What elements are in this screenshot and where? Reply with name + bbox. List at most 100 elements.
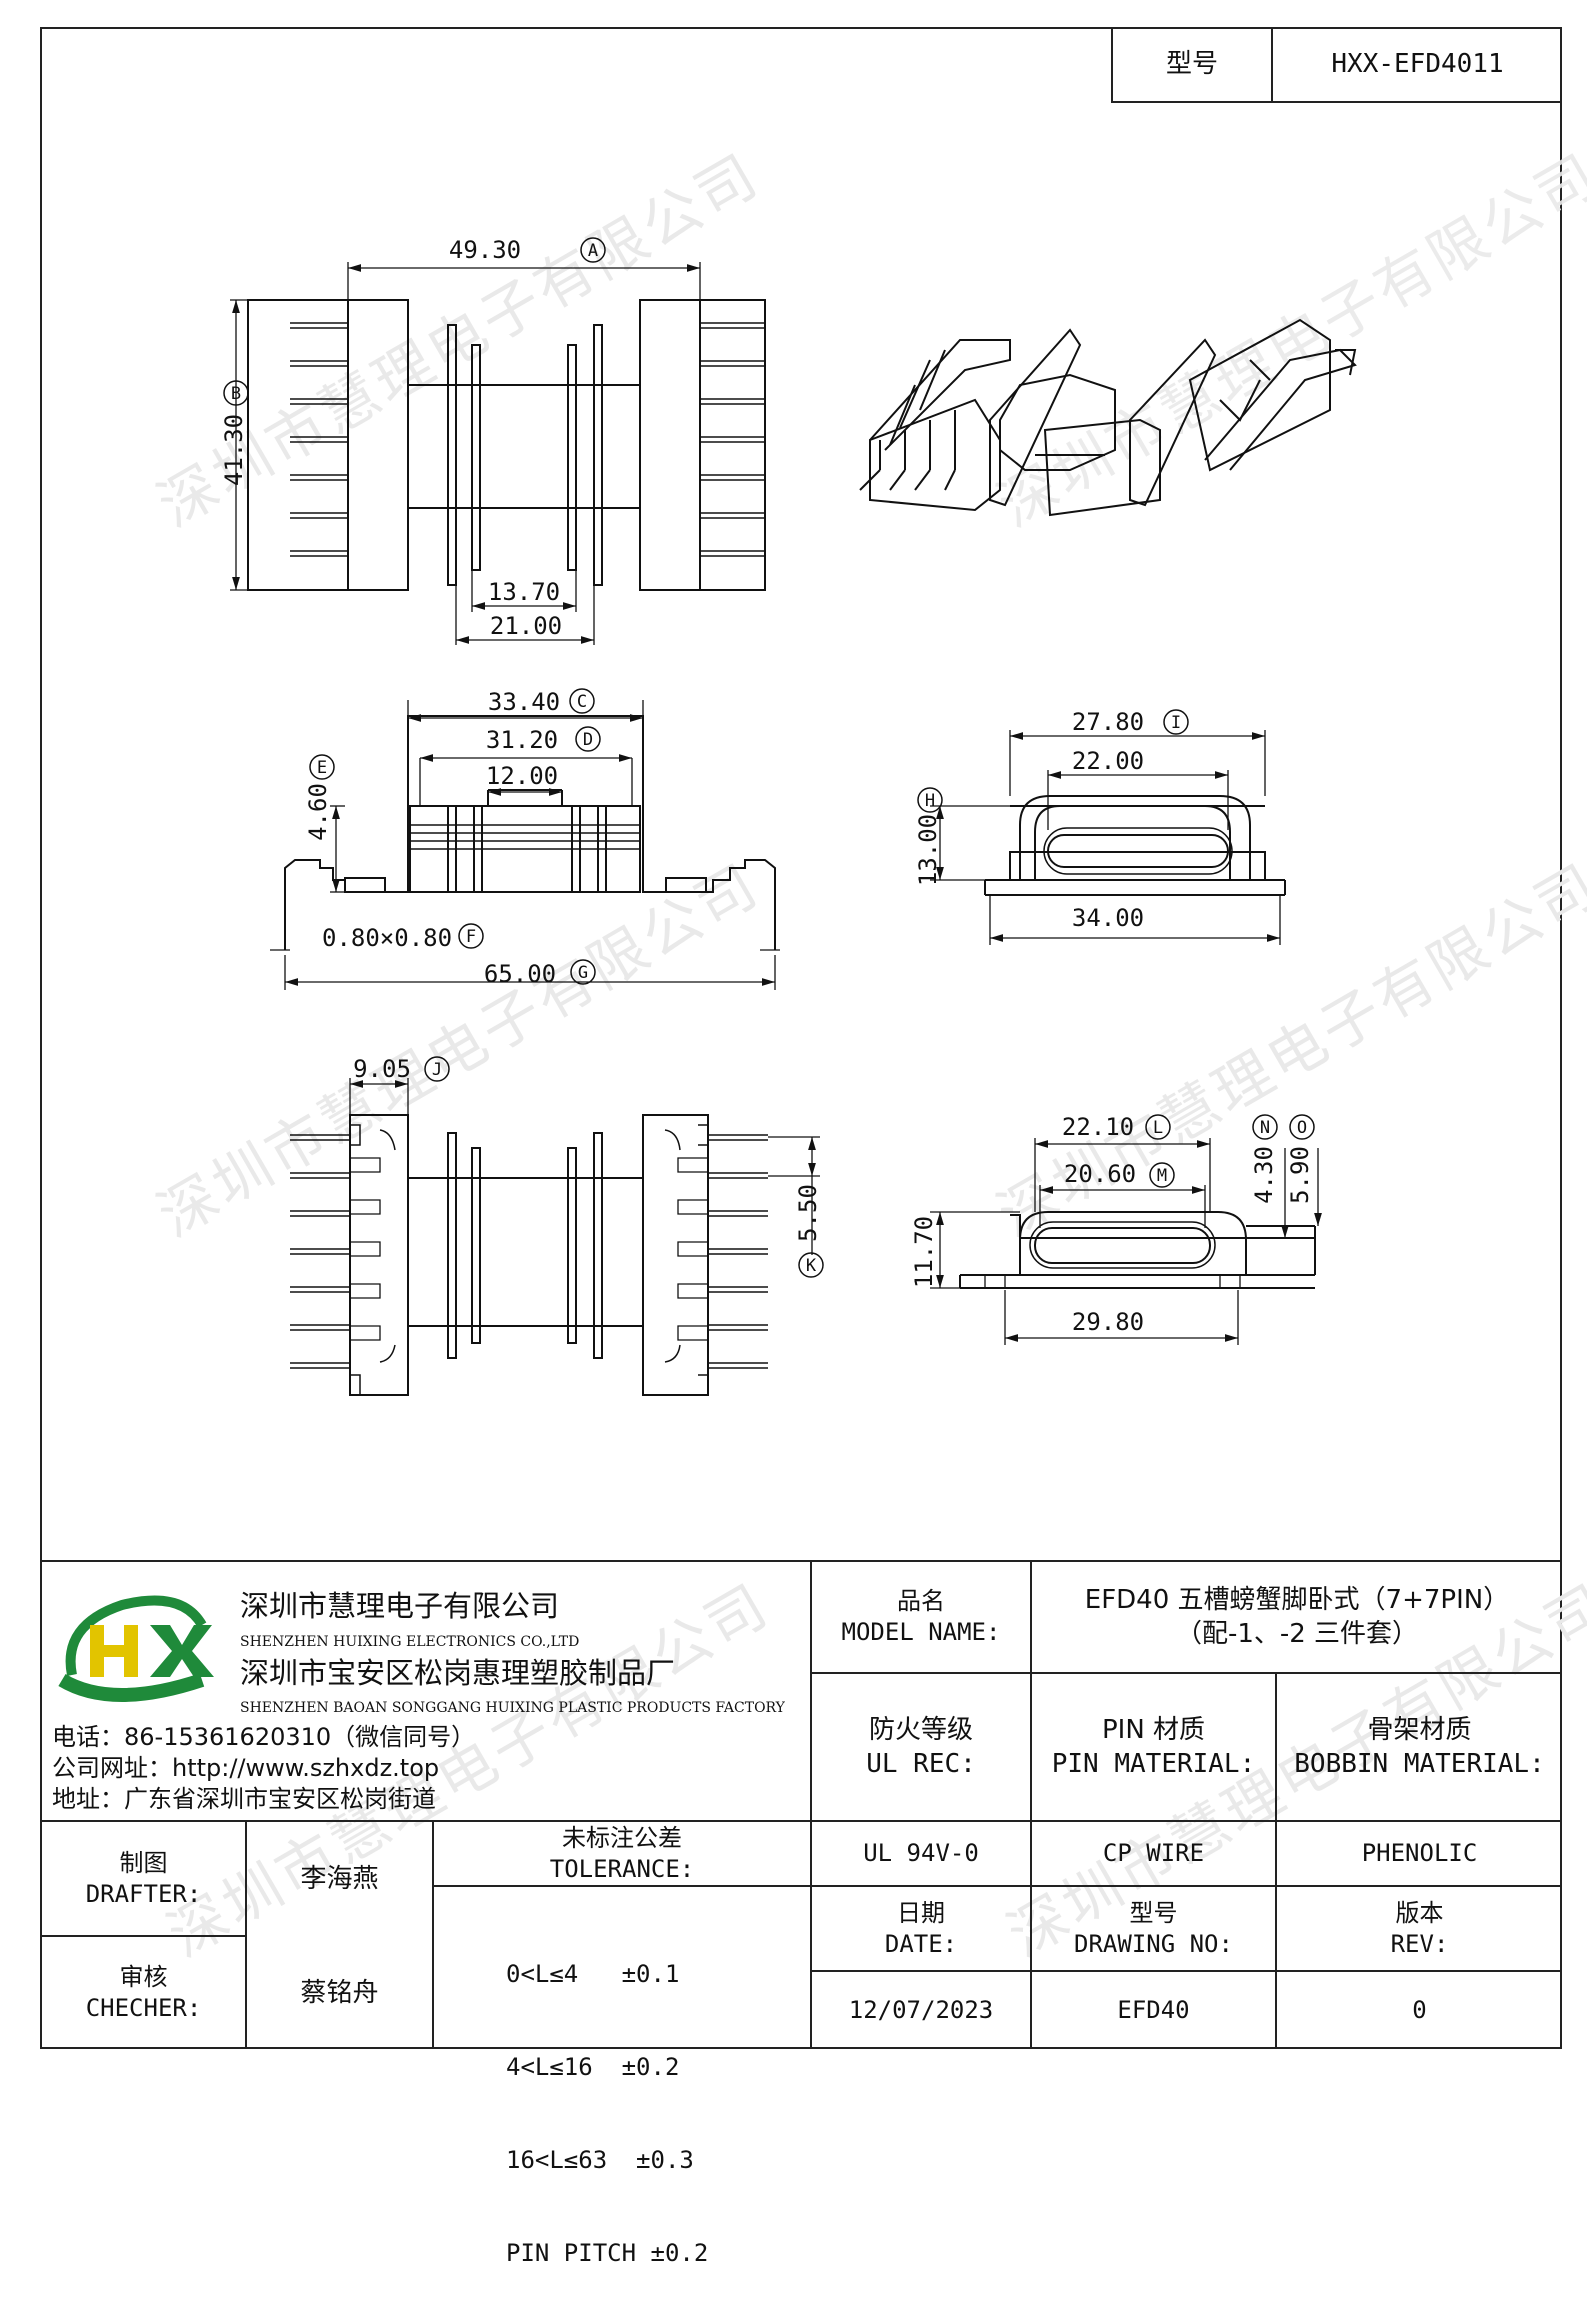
front-view xyxy=(270,700,780,990)
model-value: HXX-EFD4011 xyxy=(1331,49,1504,79)
dim-I: 27.80 xyxy=(1072,708,1144,736)
dim-L: 22.10 xyxy=(1062,1113,1134,1141)
dim-G: 65.00 xyxy=(484,960,556,988)
dim-A: 49.30 xyxy=(449,236,521,264)
company-name-cn: 深圳市慧理电子有限公司 xyxy=(240,1589,560,1623)
dim-C: 33.40 xyxy=(488,688,560,716)
pin-material-label-en: PIN MATERIAL: xyxy=(1051,1749,1256,1779)
revision-label-cn: 版本 xyxy=(1395,1898,1444,1927)
revision-label: 版本 REV: xyxy=(1277,1887,1562,1970)
dim-D: 31.20 xyxy=(486,726,558,754)
label-A: A xyxy=(588,241,598,261)
company-address: 地址：广东省深圳市宝安区松岗街道 xyxy=(52,1785,436,1813)
label-I: I xyxy=(1171,713,1181,733)
pin-material-label-cn: PIN 材质 xyxy=(1101,1715,1206,1745)
tolerance-line: 4<L≤16 ±0.2 xyxy=(506,2053,680,2081)
dim-K: 5.50 xyxy=(794,1184,822,1242)
label-L: L xyxy=(1153,1118,1163,1138)
label-N: N xyxy=(1260,1118,1270,1138)
divider xyxy=(1030,1560,1032,2049)
model-name-label: 品名 MODEL NAME: xyxy=(812,1562,1030,1672)
dim-w1: 13.70 xyxy=(488,578,560,606)
dim-F: 0.80×0.80 xyxy=(322,924,452,952)
divider xyxy=(810,1820,1562,1822)
drafter-label-en: DRAFTER: xyxy=(85,1879,202,1908)
company-website[interactable]: 公司网址：http://www.szhxdz.top xyxy=(52,1754,440,1782)
dim-w2: 21.00 xyxy=(490,612,562,640)
dim-B: 41.30 xyxy=(220,414,248,486)
fire-rating-label-cn: 防火等级 xyxy=(868,1715,973,1745)
divider xyxy=(432,1820,434,2049)
drafter-name: 李海燕 xyxy=(300,1863,379,1894)
date-value: 12/07/2023 xyxy=(848,1996,994,2024)
label-F: F xyxy=(466,927,476,947)
side-view-2 xyxy=(930,1138,1322,1345)
fire-rating-value: UL 94V-0 xyxy=(863,1839,979,1867)
dim-H: 13.00 xyxy=(914,814,942,886)
divider xyxy=(810,1970,1562,1972)
checker-label-en: CHECHER: xyxy=(85,1994,202,2022)
dim-w6: 29.80 xyxy=(1072,1308,1144,1336)
tolerance-line: 16<L≤63 ±0.3 xyxy=(506,2146,694,2174)
bobbin-material-label: 骨架材质 BOBBIN MATERIAL: xyxy=(1277,1674,1562,1820)
factory-name-en: SHENZHEN BAOAN SONGGANG HUIXING PLASTIC … xyxy=(240,1700,785,1716)
label-C: C xyxy=(577,692,587,712)
dim-w5: 34.00 xyxy=(1072,904,1144,932)
divider xyxy=(245,1820,247,2049)
label-J: J xyxy=(432,1060,442,1080)
dim-J: 9.05 xyxy=(353,1055,411,1083)
tolerance-label-cn: 未标注公差 xyxy=(562,1823,682,1852)
divider xyxy=(1275,1672,1277,2049)
model-box: 型号 HXX-EFD4011 xyxy=(1111,27,1562,103)
checker-label-cn: 审核 xyxy=(119,1963,168,1991)
company-name-en: SHENZHEN HUIXING ELECTRONICS CO.,LTD xyxy=(240,1634,580,1650)
company-logo xyxy=(52,1585,222,1715)
model-name-label-en: MODEL NAME: xyxy=(841,1618,1001,1646)
top-view xyxy=(230,262,766,645)
label-D: D xyxy=(583,730,593,750)
bottom-view xyxy=(290,1078,820,1396)
divider xyxy=(810,1672,1562,1674)
pin-material-label: PIN 材质 PIN MATERIAL: xyxy=(1032,1674,1275,1820)
label-H: H xyxy=(925,791,935,811)
dim-O: 5.90 xyxy=(1286,1146,1314,1204)
label-K: K xyxy=(806,1256,817,1276)
label-B: B xyxy=(231,384,241,404)
divider xyxy=(810,1885,1562,1887)
dim-E: 4.60 xyxy=(304,783,332,841)
model-label: 型号 xyxy=(1113,27,1273,101)
pin-material-value: CP WIRE xyxy=(1102,1839,1205,1867)
bobbin-material-value: PHENOLIC xyxy=(1361,1839,1478,1867)
revision-value: 0 xyxy=(1412,1996,1427,2024)
divider xyxy=(40,1560,1562,1562)
drawing-no-label: 型号 DRAWING NO: xyxy=(1032,1887,1275,1970)
date-label: 日期 DATE: xyxy=(812,1887,1030,1970)
product-name: EFD40 五槽螃蟹脚卧式（7+7PIN） （配-1、-2 三件套） xyxy=(1032,1562,1562,1672)
fire-rating-label: 防火等级 UL REC: xyxy=(812,1674,1030,1820)
label-M: M xyxy=(1157,1166,1167,1186)
fire-rating-label-en: UL REC: xyxy=(866,1749,976,1779)
dim-h2: 11.70 xyxy=(910,1216,938,1288)
factory-name-cn: 深圳市宝安区松岗惠理塑胶制品厂 xyxy=(240,1656,676,1690)
bobbin-material-label-en: BOBBIN MATERIAL: xyxy=(1294,1749,1545,1779)
drawing-frame xyxy=(40,27,1562,2049)
label-G: G xyxy=(578,963,588,983)
tolerance-line: 0<L≤4 ±0.1 xyxy=(506,1960,680,1988)
tolerance-label: 未标注公差 TOLERANCE: xyxy=(434,1822,810,1885)
dim-w4: 22.00 xyxy=(1072,747,1144,775)
date-label-en: DATE: xyxy=(884,1929,958,1958)
model-name-label-cn: 品名 xyxy=(897,1587,945,1615)
tolerance-list: 0<L≤4 ±0.1 4<L≤16 ±0.2 16<L≤63 ±0.3 PIN … xyxy=(506,1897,806,2300)
drawing-no-label-en: DRAWING NO: xyxy=(1074,1929,1233,1958)
divider xyxy=(40,1820,810,1822)
label-O: O xyxy=(1297,1118,1307,1138)
product-name-line1: EFD40 五槽螃蟹脚卧式（7+7PIN） xyxy=(1084,1585,1510,1615)
dim-M: 20.60 xyxy=(1064,1160,1136,1188)
drawing-no-label-cn: 型号 xyxy=(1129,1898,1178,1927)
technical-drawing: 49.30 41.30 13.70 21.00 33.40 31.20 12.0… xyxy=(220,236,1357,1396)
company-phone: 电话：86-15361620310（微信同号） xyxy=(52,1723,476,1751)
divider xyxy=(432,1885,810,1887)
bobbin-material-label-cn: 骨架材质 xyxy=(1367,1715,1472,1745)
tolerance-line: PIN PITCH ±0.2 xyxy=(506,2239,709,2267)
dim-w3: 12.00 xyxy=(486,762,558,790)
